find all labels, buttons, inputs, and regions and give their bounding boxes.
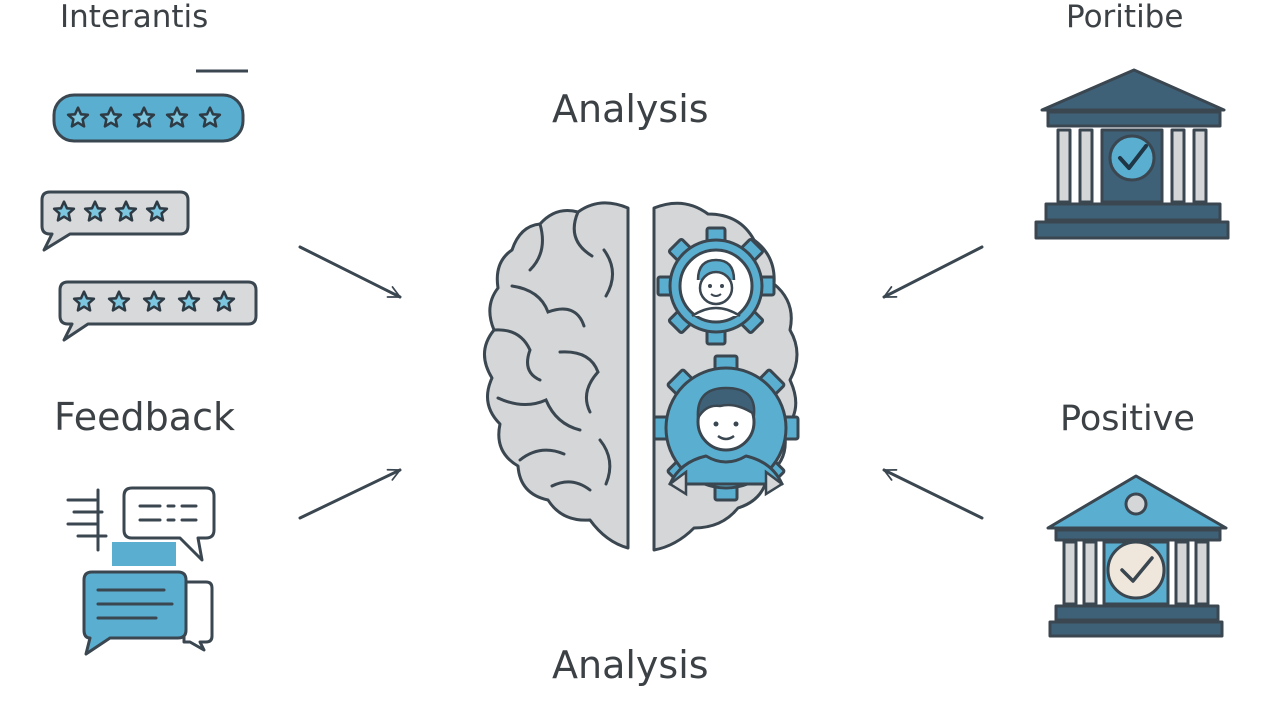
top-left-label: Interantis: [60, 0, 209, 35]
arrow-in-left-bottom: [298, 468, 402, 520]
rating-bubble: [58, 280, 258, 342]
analysis-title-bottom: Analysis: [552, 643, 709, 687]
arrow-in-right-bottom: [882, 468, 984, 520]
arrow-in-right-top: [882, 245, 984, 299]
analysis-title-top: Analysis: [552, 87, 709, 131]
gear-face-icon: [656, 226, 776, 346]
feedback-label: Feedback: [54, 395, 235, 439]
bank-check-icon: [1034, 68, 1230, 240]
bank-check-icon: [1046, 474, 1228, 638]
arrow-in-left-top: [298, 245, 402, 299]
top-right-label: Poritibe: [1066, 0, 1184, 35]
rating-pill: [52, 93, 245, 143]
positive-label: Positive: [1060, 399, 1195, 439]
rating-bubble: [40, 190, 190, 252]
chat-bubbles-icon: [66, 486, 216, 656]
gear-person-icon: [652, 354, 800, 502]
